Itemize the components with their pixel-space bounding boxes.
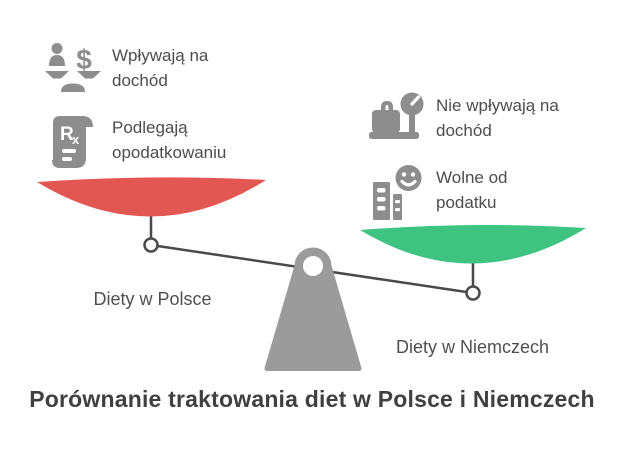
feature-text-tax-free: Wolne od podatku [436, 168, 508, 212]
building-smiley-icon [368, 164, 426, 220]
feature-item-affect-income: $ Wpływają na dochód [44, 42, 252, 96]
svg-text:x: x [72, 132, 80, 147]
infographic-title: Porównanie traktowania diet w Polsce i N… [29, 386, 595, 412]
left-hanger-ring [143, 237, 159, 253]
right-pan-label: Diety w Niemczech [395, 337, 550, 357]
right-pan-shape [360, 224, 586, 264]
left-pan-shape [37, 177, 266, 217]
feature-text-no-affect-income: Nie wpływają na dochód [436, 96, 559, 140]
right-hanger-ring [465, 285, 481, 301]
feature-item-taxable: R x Podlegają opodatkowaniu [44, 114, 282, 170]
feature-text-taxable: Podlegają opodatkowaniu [112, 118, 227, 162]
svg-text:R: R [60, 124, 74, 145]
person-money-scale-icon: $ [44, 42, 102, 96]
left-pan-label: Diety w Polsce [93, 289, 212, 309]
luggage-scale-icon [368, 92, 426, 144]
feature-text-affect-income: Wpływają na dochód [112, 46, 209, 90]
fulcrum-weight-shape [264, 247, 362, 371]
svg-text:$: $ [76, 44, 92, 75]
fulcrum-pivot-hole [303, 256, 323, 276]
rx-prescription-scroll-icon: R x [44, 114, 102, 170]
feature-item-tax-free: Wolne od podatku [368, 164, 551, 220]
feature-item-no-affect-income: Nie wpływają na dochód [368, 92, 586, 144]
